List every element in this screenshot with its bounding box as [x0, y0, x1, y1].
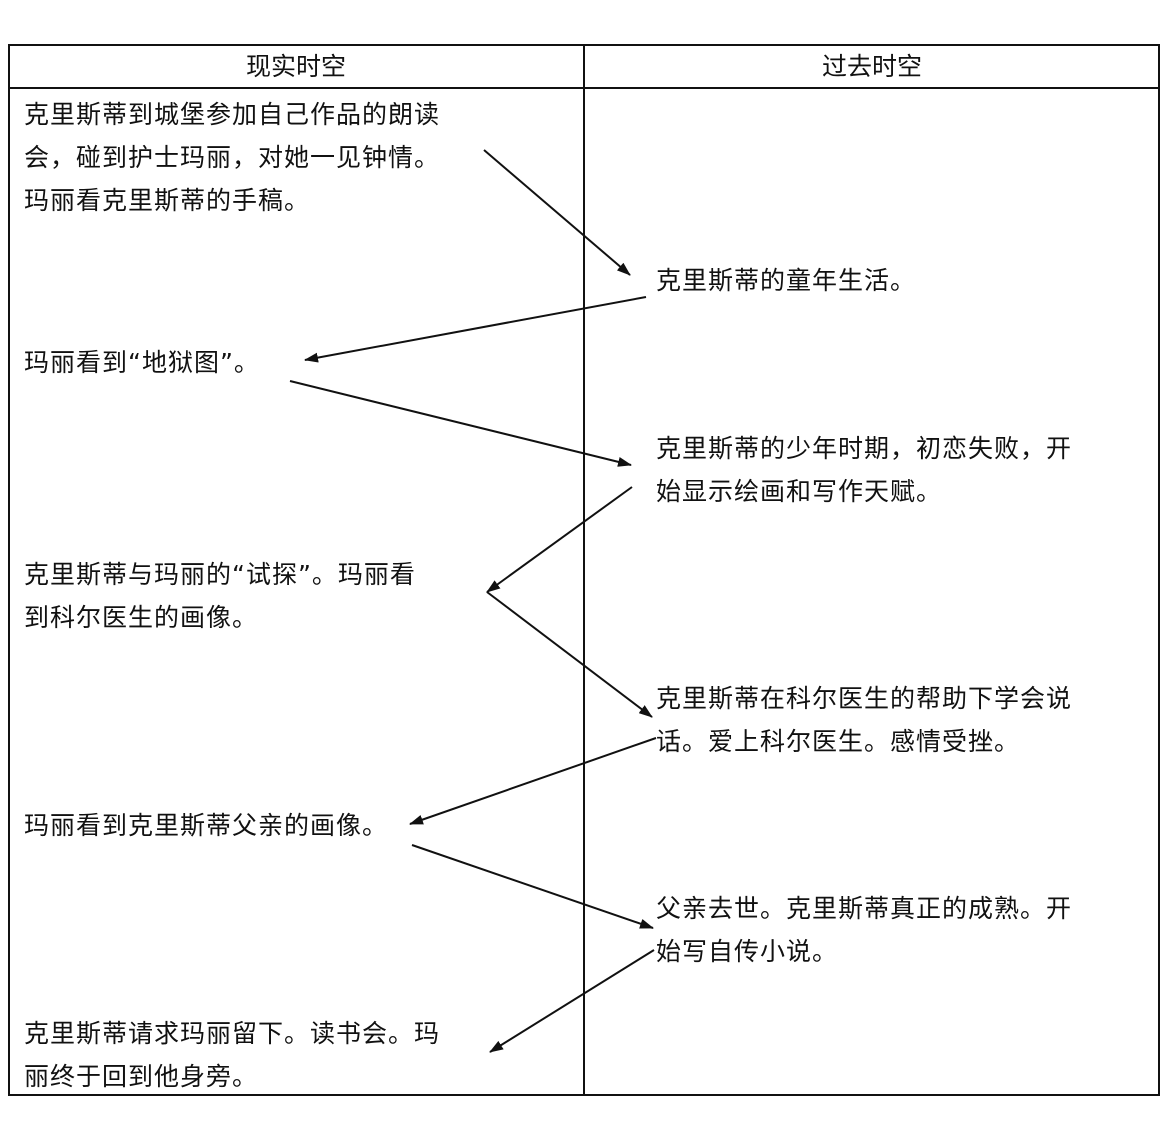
reality-event-5: 克里斯蒂请求玛丽留下。读书会。玛 丽终于回到他身旁。 [24, 1019, 441, 1091]
past-event-1: 克里斯蒂的童年生活。 [656, 266, 917, 295]
reality-event-2: 玛丽看到“地狱图”。 [24, 348, 260, 377]
reality-column-header: 现实时空 [245, 52, 346, 81]
past-event-2: 克里斯蒂的少年时期，初恋失败，开 始显示绘画和写作天赋。 [656, 434, 1073, 506]
reality-event-3: 克里斯蒂与玛丽的“试探”。玛丽看 到科尔医生的画像。 [24, 560, 416, 632]
reality-event-4: 玛丽看到克里斯蒂父亲的画像。 [24, 811, 389, 840]
past-event-3: 克里斯蒂在科尔医生的帮助下学会说 话。爱上科尔医生。感情受挫。 [656, 684, 1073, 756]
reality-event-1: 克里斯蒂到城堡参加自己作品的朗读 会，碰到护士玛丽，对她一见钟情。 玛丽看克里斯… [24, 100, 441, 215]
past-event-4: 父亲去世。克里斯蒂真正的成熟。开 始写自传小说。 [656, 894, 1073, 966]
past-column-header: 过去时空 [821, 52, 922, 81]
column-divider [583, 44, 585, 1096]
